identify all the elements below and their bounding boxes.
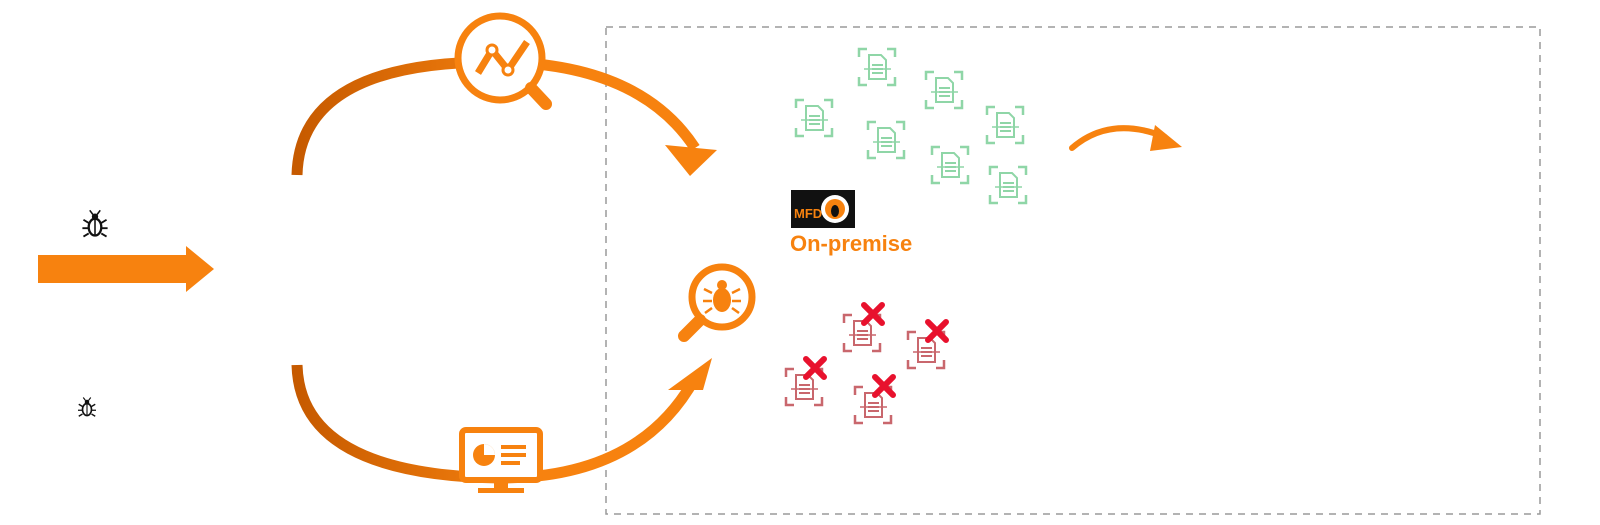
- bug-icon: [77, 396, 97, 418]
- analytics-magnifier-icon: [454, 12, 552, 110]
- clean-document-icon: [930, 145, 970, 185]
- monitor-dashboard-icon: [459, 427, 543, 493]
- clean-documents-cluster: [794, 47, 1028, 205]
- clean-document-icon: [857, 47, 897, 87]
- output-arrow: [1069, 125, 1182, 151]
- clean-document-icon: [866, 120, 906, 160]
- clean-document-icon: [924, 70, 964, 110]
- mfd-logo-text: MFD: [794, 206, 822, 221]
- clean-document-icon: [794, 98, 834, 138]
- on-premise-region-border: [605, 26, 1541, 515]
- infected-document-icon: [844, 305, 882, 351]
- infected-document-icon: [786, 359, 824, 405]
- on-premise-label: On-premise: [790, 231, 912, 256]
- mfd-logo: MFD: [791, 190, 855, 228]
- clean-document-icon: [985, 105, 1025, 145]
- infected-document-icon: [855, 377, 893, 423]
- bug-magnifier-icon: [678, 263, 756, 342]
- infected-document-icon: [908, 322, 946, 368]
- bug-icon: [81, 209, 109, 238]
- infected-documents-cluster: [786, 305, 946, 423]
- incoming-arrow: [38, 246, 214, 292]
- clean-document-icon: [988, 165, 1028, 205]
